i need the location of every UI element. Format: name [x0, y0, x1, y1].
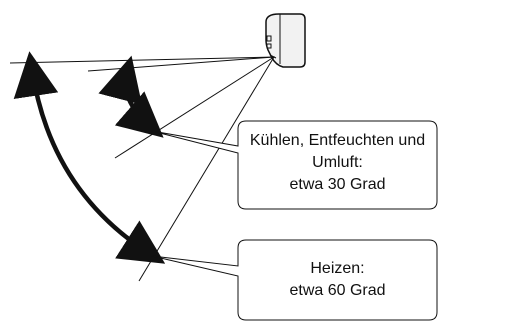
air-conditioner-unit-icon [265, 13, 306, 68]
cooling-callout-line-3: etwa 30 Grad [289, 176, 386, 193]
heating-callout-line-1: Heizen: [310, 260, 365, 277]
cooling-angle-arrow-icon [98, 55, 164, 138]
cooling-callout-line-2: Umluft: [312, 154, 363, 171]
cooling-callout-box [151, 120, 438, 210]
heating-callout-line-2: etwa 60 Grad [289, 282, 386, 299]
cooling-callout-line-1: Kühlen, Entfeuchten und [249, 132, 426, 149]
cooling-callout-text: Kühlen, Entfeuchten und Umluft: etwa 30 … [238, 130, 437, 196]
heating-callout-text: Heizen: etwa 60 Grad [238, 258, 437, 302]
heating-callout-box [151, 239, 438, 321]
heating-angle-arrow-icon [13, 51, 166, 264]
